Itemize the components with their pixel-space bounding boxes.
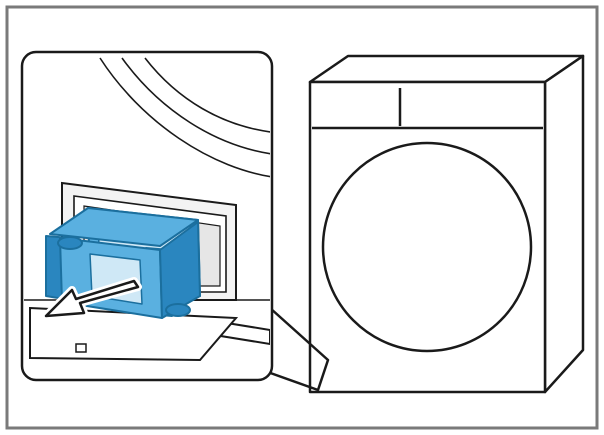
dryer-top: [308, 54, 585, 84]
door-arcs: [99, 57, 270, 179]
drawer-top-rail: [49, 207, 199, 247]
dryer-side: [543, 54, 585, 394]
drawer-knob-bottom: [165, 303, 191, 317]
callout-pointer: [261, 307, 330, 392]
flap-notch: [75, 343, 87, 353]
drawer-knob-top: [57, 236, 83, 250]
pull-arrow-icon: [42, 277, 142, 320]
dryer-door: [321, 141, 533, 353]
dryer-icon: [308, 54, 585, 394]
drawer-end-cap: [159, 221, 201, 319]
pull-arrow-body: [44, 279, 140, 318]
filter-drawer-icon: [45, 207, 201, 319]
